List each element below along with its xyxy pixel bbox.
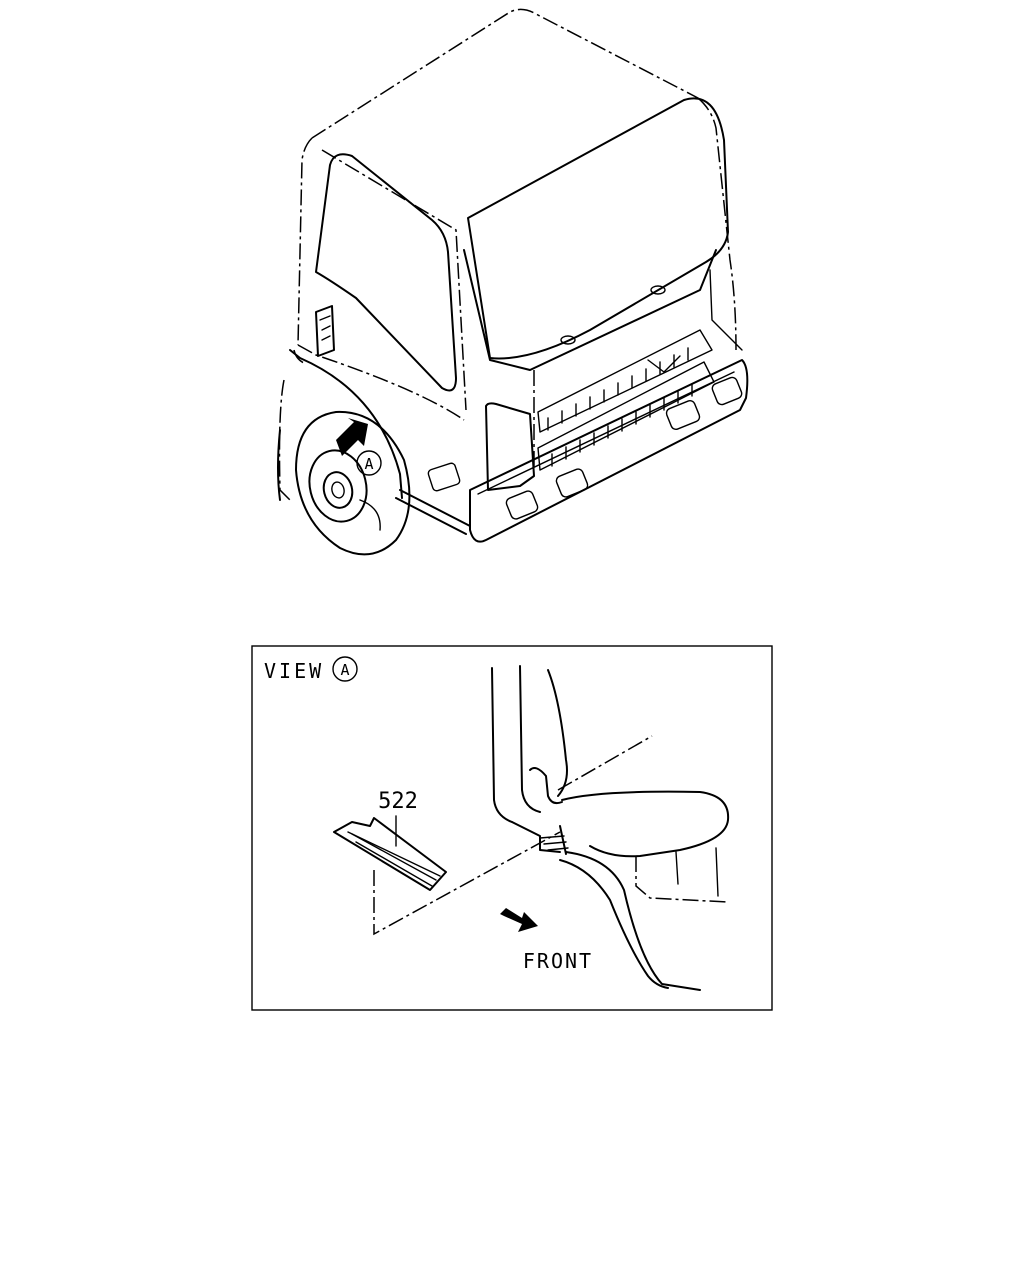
front-label: FRONT <box>523 949 593 973</box>
callout-letter: A <box>364 455 373 473</box>
callout-circle-icon <box>356 450 382 476</box>
view-arrow-icon <box>336 418 368 456</box>
front-arrow-icon <box>500 908 538 932</box>
view-detail-panel: VIEW A 522 FRONT <box>251 645 773 1011</box>
view-letter: A <box>340 661 349 679</box>
scuff-plate-part <box>333 817 447 891</box>
view-circle-icon <box>332 656 358 682</box>
part-number: 522 <box>378 789 418 814</box>
truck-cab-illustration: A <box>277 8 749 556</box>
view-label: VIEW <box>264 659 324 683</box>
view-frame <box>251 645 773 1011</box>
